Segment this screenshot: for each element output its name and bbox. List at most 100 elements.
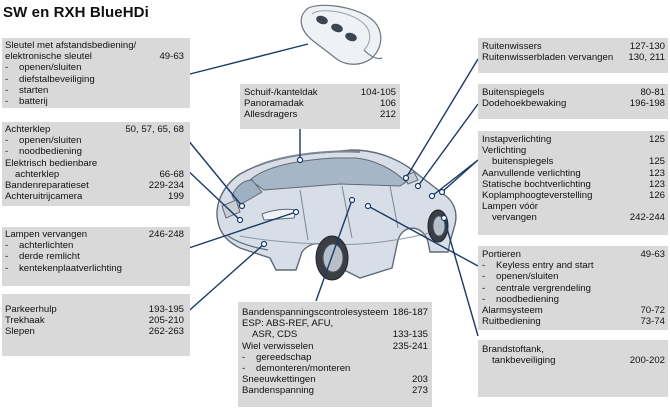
entry-page-ref <box>180 158 184 169</box>
entry-label: Koplamphoogteverstelling <box>482 190 593 202</box>
entry-page-ref: 235-241 <box>392 340 428 352</box>
entry-label: openen/sluiten <box>5 135 81 146</box>
entry-label: Aanvullende verlichting <box>482 167 581 179</box>
entry-label: Dodehoekbewaking <box>482 98 567 110</box>
entry-page-ref: 212 <box>379 109 396 121</box>
index-entry: derde remlicht <box>5 251 184 262</box>
page-title: SW en RXH BlueHDi <box>3 4 149 21</box>
index-entry: Brandstoftank, <box>482 344 665 355</box>
index-entry: Keyless entry and start <box>482 260 665 271</box>
entry-page-ref: 104-105 <box>360 87 396 98</box>
index-entry: centrale vergrendeling <box>482 283 665 294</box>
index-entry: batterij <box>5 96 184 107</box>
entry-page-ref <box>424 363 428 374</box>
entry-page-ref: 193-195 <box>148 304 184 315</box>
entry-label: Ruitenwissers <box>482 41 542 52</box>
entry-label: Statische bochtverlichting <box>482 178 591 190</box>
entry-page-ref <box>180 96 184 107</box>
index-entry: Verlichting <box>482 145 665 156</box>
entry-page-ref <box>661 260 665 271</box>
entry-page-ref: 133-135 <box>392 329 428 341</box>
index-entry: starten <box>5 85 184 96</box>
entry-label: Allesdragers <box>244 109 298 121</box>
entry-page-ref: 125 <box>648 134 665 145</box>
entry-label: kentekenplaatverlichting <box>5 263 122 274</box>
entry-label: achterlichten <box>5 240 73 251</box>
entry-label: Bandenspanningscontrolesysteem <box>242 307 389 318</box>
entry-page-ref: 130, 211 <box>628 52 665 64</box>
entry-page-ref: 70-72 <box>640 305 665 317</box>
index-entry: Allesdragers 212 <box>244 109 396 120</box>
entry-page-ref: 199 <box>167 191 184 203</box>
entry-label: Achteruitrijcamera <box>5 191 83 203</box>
entry-label: tankbeveiliging <box>492 355 556 367</box>
entry-label: openen/sluiten <box>5 62 81 73</box>
entry-page-ref: 203 <box>411 374 428 386</box>
entry-page-ref: 125 <box>648 156 665 168</box>
index-entry: achterlichten <box>5 240 184 251</box>
index-entry: kentekenplaatverlichting <box>5 263 184 274</box>
entry-page-ref: 127-130 <box>629 41 665 52</box>
index-entry: noodbediening <box>482 294 665 305</box>
index-entry: Elektrisch bedienbare <box>5 158 184 169</box>
index-entry: Sneeuwkettingen 203 <box>242 374 428 385</box>
entry-label: Keyless entry and start <box>482 260 594 271</box>
entry-page-ref <box>180 251 184 262</box>
index-entry: openen/sluiten <box>5 135 184 146</box>
entry-page-ref: 196-198 <box>629 98 665 110</box>
entry-label: Elektrisch bedienbare <box>5 157 98 169</box>
entry-label: Bandenspanning <box>242 385 315 397</box>
entry-label: Slepen <box>5 326 35 338</box>
entry-label: Ruitbediening <box>482 316 541 328</box>
entry-label: Sneeuwkettingen <box>242 374 316 386</box>
index-entry: openen/sluiten <box>5 62 184 73</box>
entry-page-ref <box>180 146 184 157</box>
index-entry: Statische bochtverlichting 123 <box>482 179 665 190</box>
entry-page-ref: 123 <box>648 178 665 190</box>
entry-label: buitenspiegels <box>492 156 554 168</box>
entry-page-ref <box>180 40 184 51</box>
entry-label: gereedschap <box>242 352 311 363</box>
entry-label: diefstalbeveiliging <box>5 74 95 85</box>
entry-label: Buitenspiegels <box>482 87 545 98</box>
index-entry: Ruitenwisserbladen vervangen 130, 211 <box>482 52 665 63</box>
index-entry: ESP: ABS-REF, AFU, <box>242 318 428 329</box>
entry-page-ref <box>661 283 665 294</box>
box-lampen: Lampen vervangen246-248achterlichtenderd… <box>2 227 190 286</box>
entry-page-ref <box>661 145 665 156</box>
key-fob-icon <box>300 4 383 65</box>
entry-page-ref: 106 <box>379 98 396 110</box>
index-entry: Dodehoekbewaking 196-198 <box>482 98 665 109</box>
entry-page-ref: 50, 57, 65, 68 <box>125 124 184 135</box>
entry-label: batterij <box>5 96 48 107</box>
index-entry: Ruitenwissers 127-130 <box>482 41 665 52</box>
index-entry: Achteruitrijcamera 199 <box>5 191 184 202</box>
entry-label: Lampen vóór <box>482 201 538 213</box>
entry-label: Ruitenwisserbladen vervangen <box>482 52 614 64</box>
entry-label: ASR, CDS <box>252 329 298 341</box>
box-sleutel: Sleutel met afstandsbediening/elektronis… <box>2 38 190 108</box>
index-entry: openen/sluiten <box>482 271 665 282</box>
entry-label: Portieren <box>482 249 521 260</box>
